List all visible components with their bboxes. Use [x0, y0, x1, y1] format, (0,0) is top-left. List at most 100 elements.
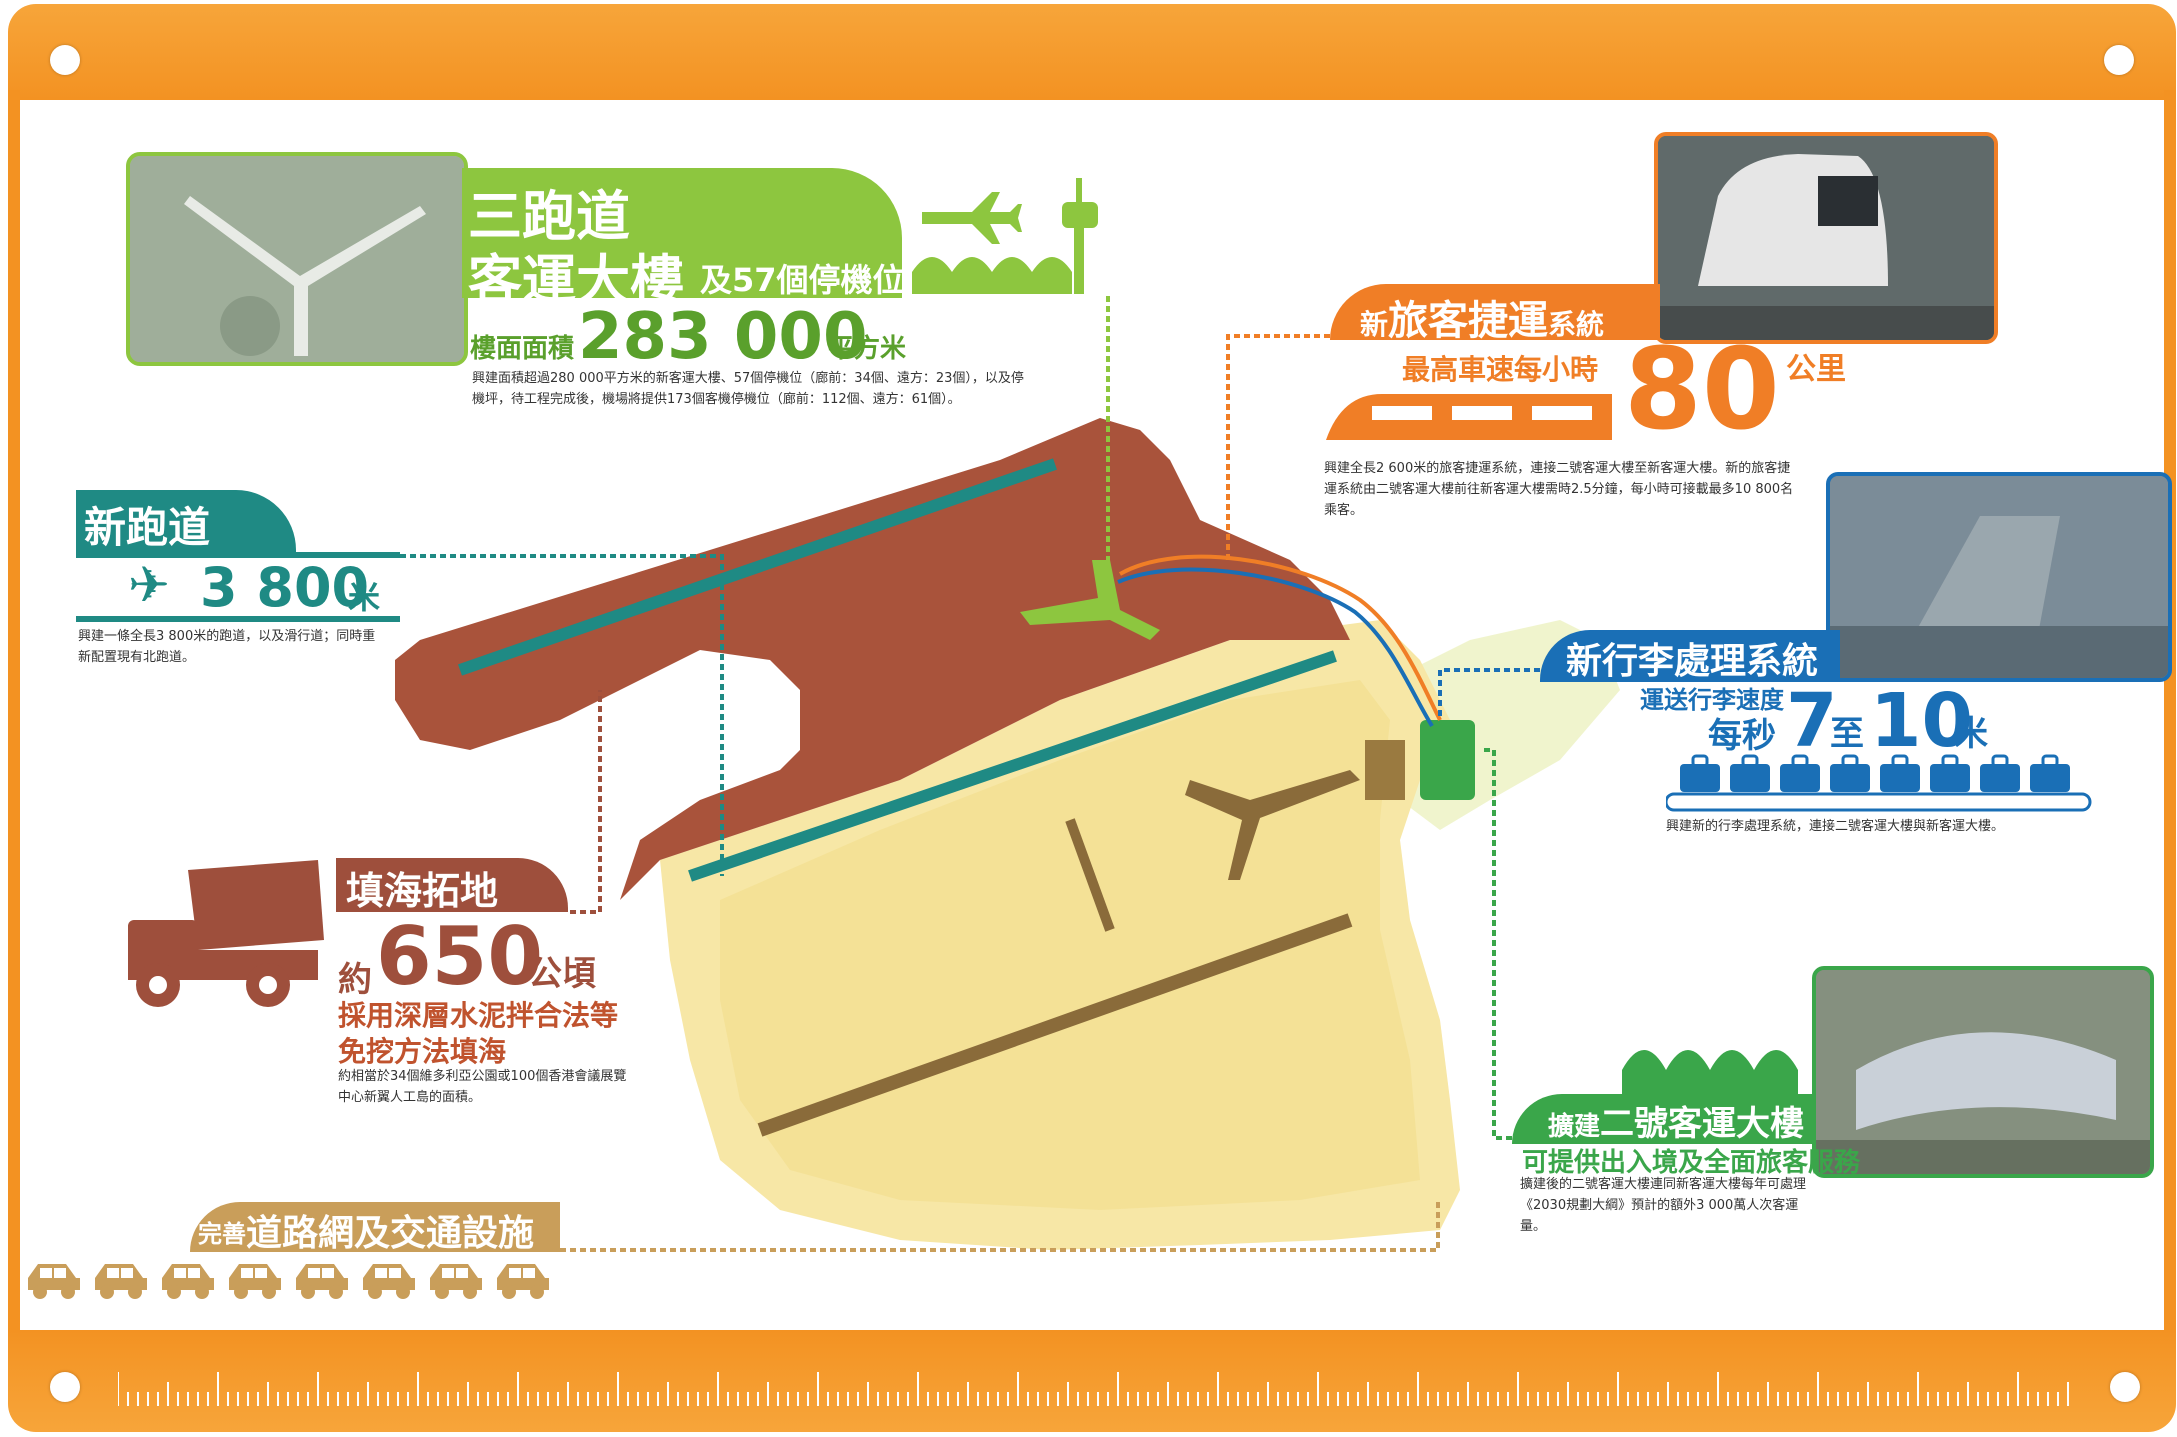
leader-roads — [560, 1200, 1440, 1252]
frame-right-edge — [2164, 90, 2176, 1340]
reclamation-method-line2: 免挖方法填海 — [338, 1035, 507, 1068]
terminal-title-line2: 客運大樓 — [468, 249, 684, 312]
apm-title-banner — [1330, 284, 1660, 340]
apm-description: 興建全長2 600米的旅客捷運系統，連接二號客運大樓至新客運大樓。新的旅客捷運系… — [1324, 461, 1794, 518]
train-icon — [1326, 394, 1612, 440]
baggage-speed-label2: 每秒 — [1708, 716, 1776, 756]
reclamation-prefix: 約 — [338, 960, 372, 1000]
baggage-speed-sep: 至 — [1830, 714, 1864, 754]
frame-top-bar — [8, 4, 2176, 100]
terminal-description: 興建面積超過280 000平方米的新客運大樓、57個停機位（廊前：34個、遠方：… — [472, 371, 1024, 407]
apm-title: 新旅客捷運系統 — [1360, 288, 1604, 346]
suitcase-icon — [1730, 754, 1770, 792]
apm-photo-drawing — [1658, 136, 1994, 340]
t2-title-banner — [1512, 1094, 1812, 1144]
plane-icon — [922, 192, 1022, 244]
bolt-icon — [50, 1372, 80, 1402]
apm-title-suffix: 系統 — [1548, 308, 1605, 341]
terminal-icons — [912, 178, 1098, 294]
t2-site — [1420, 720, 1475, 800]
baggage-speed-min: 7 — [1786, 678, 1838, 764]
leader-apm — [1226, 334, 1330, 560]
car-icon — [430, 1264, 482, 1299]
reclamation-title-banner — [336, 858, 568, 912]
terminal-aerial-photo — [126, 152, 468, 366]
runway-plane-icon: ✈ — [128, 556, 170, 614]
t2-render-photo — [1812, 966, 2154, 1178]
suitcase-icon — [1880, 754, 1920, 792]
terminal-title-suffix: 及57個停機位 — [700, 261, 905, 299]
baggage-description: 興建新的行李處理系統，連接二號客運大樓與新客運大樓。 — [1666, 819, 2005, 834]
suitcase-icon — [1930, 754, 1970, 792]
dump-truck-icon — [128, 860, 324, 1007]
baggage-conveyor-icon — [1666, 754, 2092, 812]
t2-photo-drawing — [1816, 970, 2150, 1174]
roads-title-main: 道路網及交通設施 — [246, 1213, 535, 1254]
car-icon — [162, 1264, 214, 1299]
suitcase-icon — [1830, 754, 1870, 792]
baggage-title: 新行李處理系統 — [1566, 641, 1819, 682]
apm-speed-value: 80 — [1624, 325, 1780, 455]
runway-title: 新跑道 — [84, 503, 211, 552]
baggage-title-banner — [1540, 630, 1840, 682]
reclamation-land — [395, 418, 1350, 900]
terminal-title-line1: 三跑道 — [468, 185, 630, 248]
suitcase-icon — [1980, 754, 2020, 792]
car-icon — [95, 1264, 147, 1299]
south-runway — [757, 913, 1353, 1137]
suitcase-icon — [1780, 754, 1820, 792]
car-icon — [363, 1264, 415, 1299]
apm-speed-label: 最高車速每小時 — [1402, 353, 1599, 386]
terminal-1-shape — [1185, 770, 1360, 880]
t2-title-main: 二號客運大樓 — [1600, 1104, 1805, 1144]
baggage-speed-max: 10 — [1870, 678, 1973, 764]
apm-title-main: 旅客捷運 — [1388, 298, 1549, 344]
terminal-building-icon — [912, 257, 1072, 294]
car-row — [28, 1264, 549, 1299]
ruler-ticks — [117, 1372, 2073, 1406]
leader-reclamation — [570, 690, 602, 914]
apm-route-orange — [1119, 554, 1442, 721]
baggage-speed-unit: 米 — [1954, 714, 1988, 754]
baggage-route-blue — [1117, 567, 1434, 728]
runway-bottom-rule — [76, 616, 400, 622]
terminal-area-label: 樓面面積 — [470, 334, 575, 364]
runway-length-value: 3 800 — [200, 556, 370, 619]
baggage-system-photo — [1826, 472, 2172, 682]
leader-runway — [400, 554, 724, 876]
car-icon — [229, 1264, 281, 1299]
leader-baggage — [1438, 668, 1560, 720]
north-runway — [688, 650, 1337, 882]
car-icon — [28, 1264, 80, 1299]
runway-description: 興建一條全長3 800米的跑道，以及滑行道；同時重新配置現有北跑道。 — [78, 629, 376, 665]
terminal-block — [1365, 740, 1405, 800]
frame-left-edge — [8, 90, 20, 1340]
suitcase-icon — [1680, 754, 1720, 792]
apron-bar — [1065, 818, 1115, 932]
terminal-area-value: 283 000 — [578, 300, 868, 374]
roads-title-banner — [190, 1202, 560, 1252]
t2-title: 擴建二號客運大樓 — [1548, 1096, 1804, 1145]
t2-building-icon — [1622, 1050, 1798, 1096]
apm-title-prefix: 新 — [1360, 308, 1389, 341]
t2-subtitle: 可提供出入境及全面旅客服務 — [1522, 1148, 1861, 1178]
apm-train-photo — [1654, 132, 1998, 344]
car-icon — [497, 1264, 549, 1299]
baggage-photo-drawing — [1830, 476, 2168, 678]
bolt-icon — [50, 45, 80, 75]
control-tower-icon — [1062, 178, 1098, 294]
terminal-area-unit: 平方米 — [828, 334, 907, 364]
roads-title-prefix: 完善 — [198, 1220, 246, 1248]
reclamation-area-unit: 公頃 — [528, 954, 596, 994]
reclamation-title: 填海拓地 — [346, 869, 499, 913]
suitcase-icon — [2030, 754, 2070, 792]
reclamation-area-value: 650 — [376, 910, 543, 1003]
reclamation-description: 約相當於34個維多利亞公園或100個香港會議展覽中心新翼人工島的面積。 — [338, 1069, 627, 1105]
conveyor-belt — [1666, 792, 2092, 812]
baggage-speed-label1: 運送行李速度 — [1640, 686, 1784, 714]
leader-t2 — [1480, 748, 1512, 1140]
new-terminal-y — [1020, 560, 1160, 640]
apm-speed-unit: 公里 — [1786, 352, 1846, 387]
